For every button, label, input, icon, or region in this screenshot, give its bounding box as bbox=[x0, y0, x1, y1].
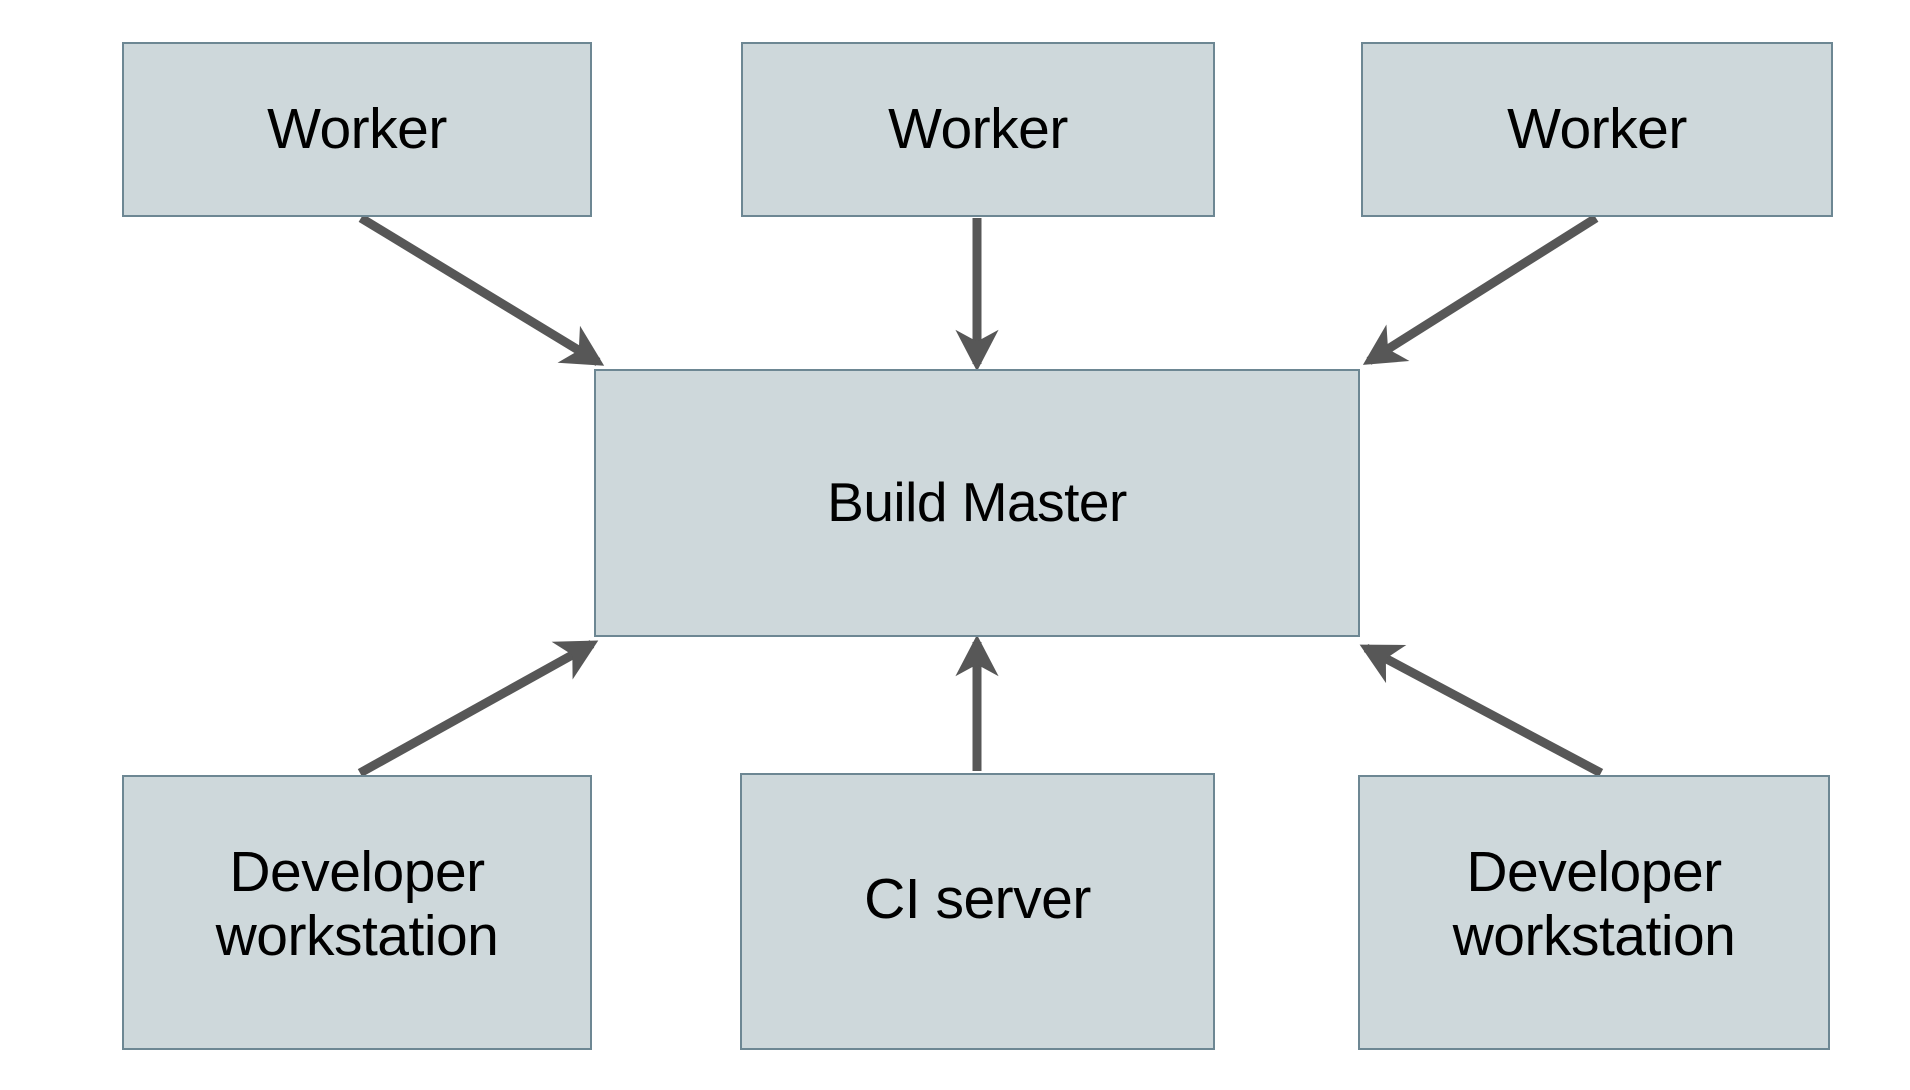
edge-dev-right-to-build-master bbox=[1359, 644, 1604, 777]
node-label: Developer workstation bbox=[215, 839, 499, 968]
edge-worker-right-to-build-master bbox=[1362, 214, 1599, 365]
node-label: Developer workstation bbox=[1452, 839, 1736, 968]
node-developer-workstation-left[interactable]: Developer workstation bbox=[122, 775, 592, 1050]
node-worker-left[interactable]: Worker bbox=[122, 42, 592, 217]
node-label: Build Master bbox=[827, 471, 1127, 534]
node-label: Worker bbox=[1507, 96, 1687, 161]
node-developer-workstation-right[interactable]: Developer workstation bbox=[1358, 775, 1830, 1050]
node-build-master[interactable]: Build Master bbox=[594, 369, 1360, 637]
node-worker-center[interactable]: Worker bbox=[741, 42, 1215, 217]
node-label: CI server bbox=[864, 866, 1091, 931]
node-worker-right[interactable]: Worker bbox=[1361, 42, 1833, 217]
node-label: Worker bbox=[888, 96, 1068, 161]
node-ci-server[interactable]: CI server bbox=[740, 773, 1215, 1050]
node-label: Worker bbox=[267, 96, 447, 161]
edge-dev-left-to-build-master bbox=[357, 640, 599, 777]
edge-worker-left-to-build-master bbox=[358, 214, 605, 366]
